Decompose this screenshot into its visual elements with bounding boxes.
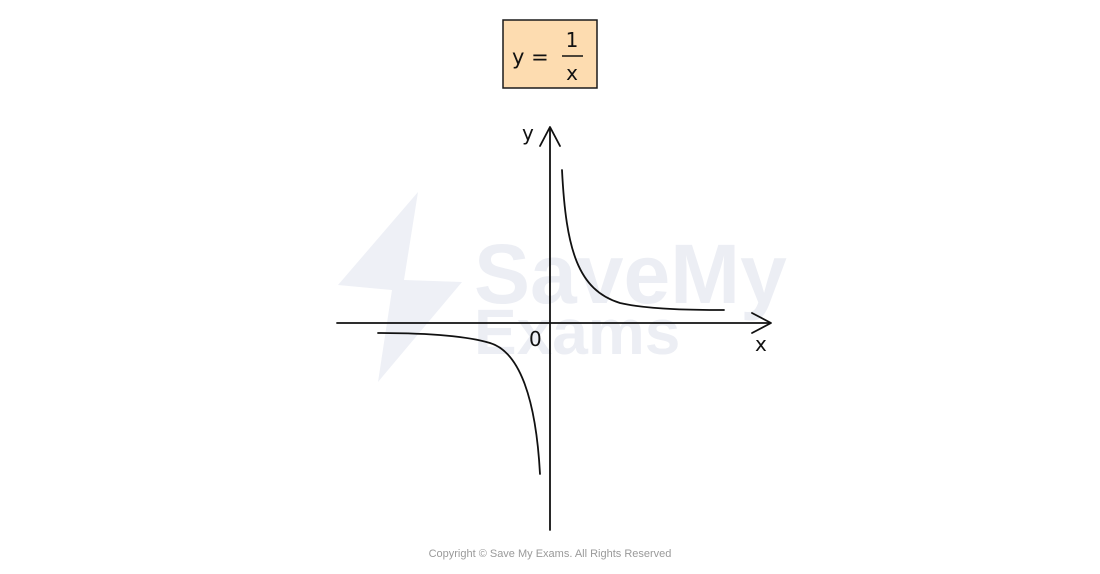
- equation-denominator: x: [566, 61, 578, 85]
- equation-numerator: 1: [566, 28, 579, 52]
- axes: [336, 126, 772, 531]
- origin-label: 0: [529, 327, 542, 351]
- watermark: SaveMy Exams: [338, 192, 787, 382]
- y-axis-label: y: [522, 121, 534, 145]
- x-axis-arrowhead: [751, 312, 772, 334]
- curve: [377, 169, 725, 475]
- equation-box: y = 1 x: [502, 19, 598, 89]
- equation-lhs: y =: [512, 45, 549, 69]
- curve-branch-positive: [561, 169, 725, 311]
- y-axis-arrowhead: [539, 126, 561, 147]
- x-axis-label: x: [755, 332, 767, 356]
- watermark-bolt-icon: [338, 192, 462, 382]
- copyright-notice: Copyright © Save My Exams. All Rights Re…: [428, 548, 672, 560]
- curve-branch-negative: [377, 332, 541, 475]
